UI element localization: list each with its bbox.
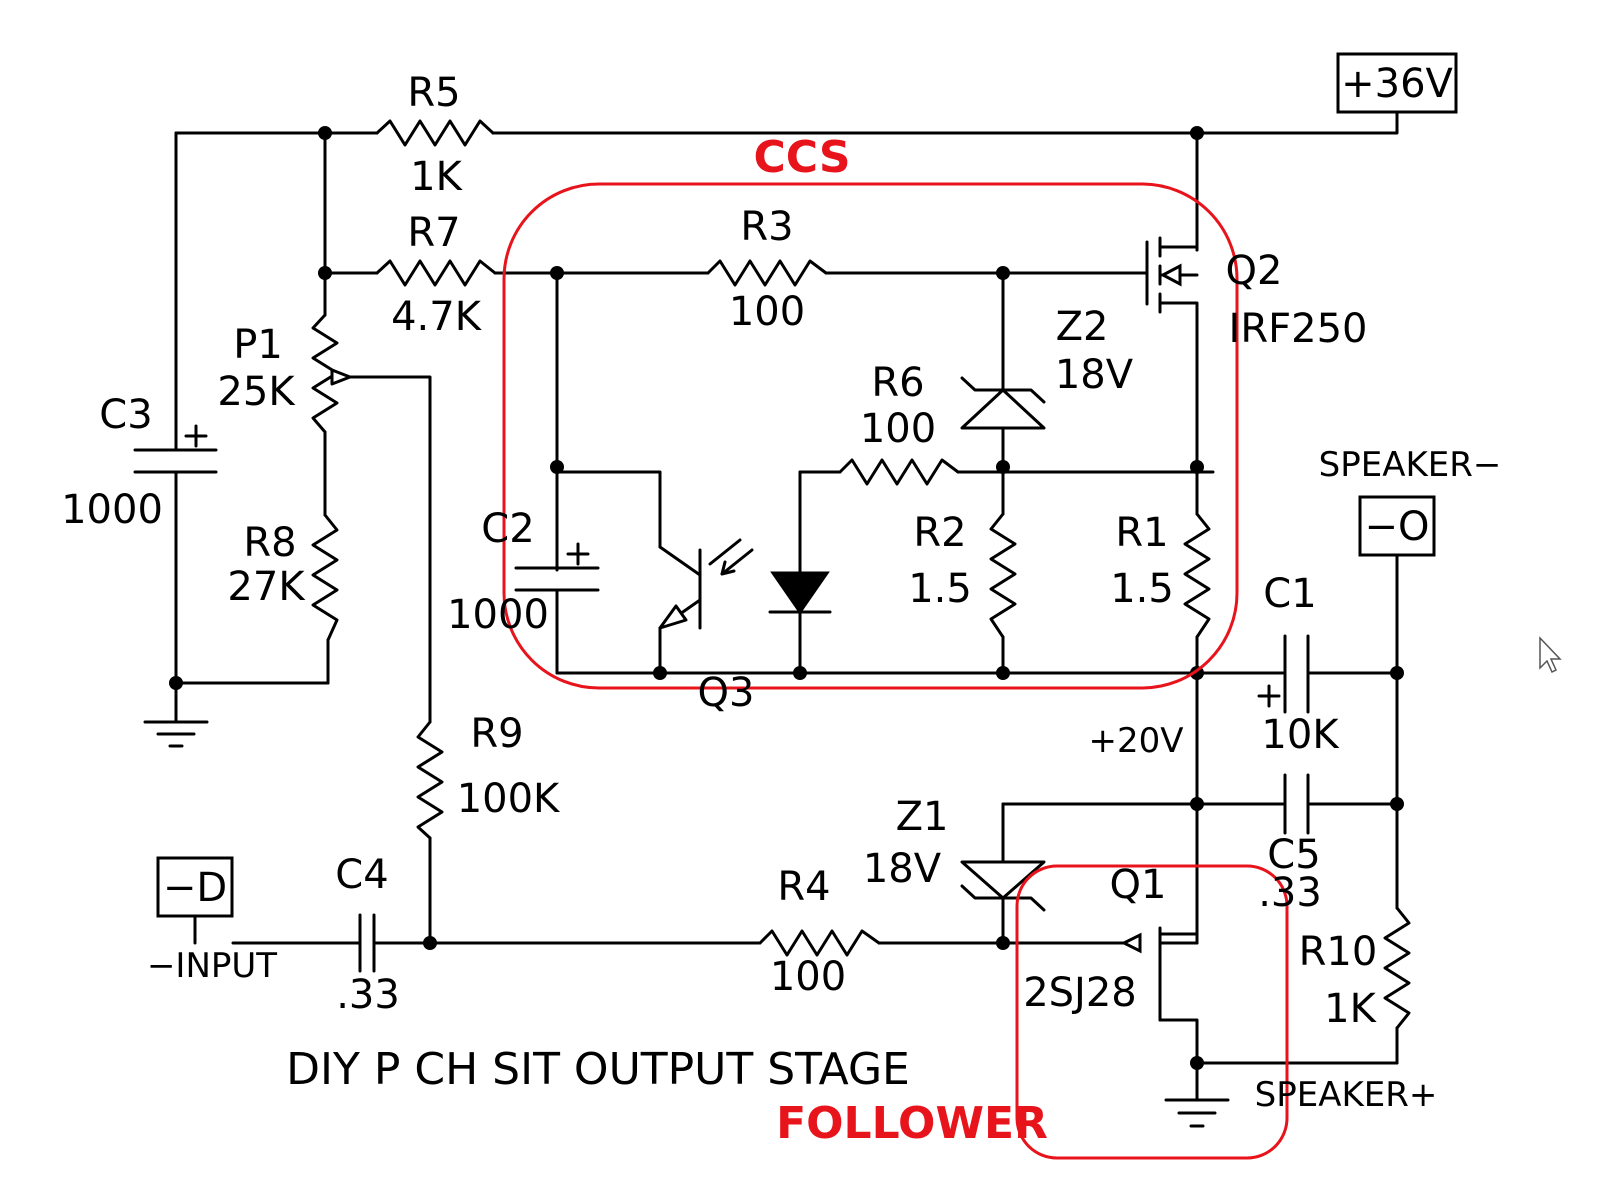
- r3-ref: R3: [740, 204, 793, 250]
- q1-value: 2SJ28: [1023, 970, 1137, 1016]
- z2-zener: [960, 376, 1046, 430]
- r7-resistor: [375, 259, 497, 287]
- r10-value: 1K: [1324, 986, 1377, 1032]
- r8-resistor: [311, 513, 339, 642]
- c1-value: 10K: [1261, 712, 1340, 758]
- c5-capacitor: [1283, 773, 1310, 835]
- r7-ref: R7: [407, 210, 460, 256]
- r2-ref: R2: [913, 510, 966, 556]
- c1-capacitor: [1257, 634, 1310, 714]
- supply-36v-box: +36V: [1336, 52, 1458, 114]
- z2-ref: Z2: [1056, 304, 1109, 350]
- r8-ref: R8: [243, 520, 296, 566]
- c2-capacitor: [514, 542, 600, 592]
- z1-value: 18V: [863, 846, 942, 892]
- q1-ref: Q1: [1110, 862, 1167, 908]
- ccs-region: [502, 182, 1239, 690]
- input-label: −INPUT: [147, 946, 277, 986]
- r8-value: 27K: [227, 564, 306, 610]
- r1-value: 1.5: [1110, 566, 1174, 612]
- diode: [768, 571, 832, 615]
- p1-value: 25K: [217, 369, 296, 415]
- c2-value: 1000: [447, 592, 549, 638]
- follower-region: [1015, 864, 1289, 1160]
- r10-ref: R10: [1299, 929, 1378, 975]
- q3-phototransistor: [658, 538, 754, 675]
- speaker-neg-box: −O: [1358, 495, 1436, 557]
- q2-ref: Q2: [1226, 248, 1283, 294]
- r4-ref: R4: [777, 864, 830, 910]
- c4-capacitor: [358, 913, 376, 973]
- ground-right: [1164, 1098, 1230, 1128]
- follower-label: FOLLOWER: [776, 1098, 1048, 1149]
- z1-zener: [960, 860, 1046, 912]
- p1-wiper-arrow: [330, 368, 352, 386]
- r9-resistor: [416, 720, 444, 840]
- r3-resistor: [706, 259, 828, 287]
- c4-value: .33: [336, 972, 400, 1018]
- q3-ref: Q3: [698, 670, 755, 716]
- r6-value: 100: [860, 406, 936, 452]
- r1-resistor: [1183, 512, 1211, 639]
- r6-resistor: [838, 458, 960, 486]
- r6-ref: R6: [871, 360, 924, 406]
- r4-value: 100: [770, 954, 846, 1000]
- q2-mosfet: [1145, 236, 1199, 314]
- r2-resistor: [989, 512, 1017, 639]
- mouse-cursor-icon: [1539, 636, 1562, 674]
- junction-dots: [169, 126, 1404, 1070]
- labels: R5 1K R7 4.7K R3 100 R6 100 R2 1.5 R1 1.…: [61, 70, 1501, 1149]
- r9-value: 100K: [457, 776, 561, 822]
- r7-value: 4.7K: [391, 294, 483, 340]
- c4-ref: C4: [335, 852, 388, 898]
- z2-value: 18V: [1055, 352, 1134, 398]
- r5-resistor: [375, 119, 495, 147]
- z1-ref: Z1: [896, 794, 949, 840]
- speaker-neg-port: −O: [1365, 504, 1430, 550]
- input-box: −D: [156, 856, 234, 918]
- c3-ref: C3: [99, 392, 152, 438]
- ccs-label: CCS: [753, 132, 850, 183]
- r2-value: 1.5: [908, 566, 972, 612]
- r1-ref: R1: [1115, 510, 1168, 556]
- r10-resistor: [1383, 906, 1411, 1030]
- r5-ref: R5: [407, 70, 460, 116]
- q2-value: IRF250: [1229, 306, 1368, 352]
- diagram-title: DIY P CH SIT OUTPUT STAGE: [286, 1044, 910, 1095]
- r9-ref: R9: [470, 711, 523, 757]
- r3-value: 100: [729, 289, 805, 335]
- supply-20v-label: +20V: [1088, 721, 1183, 761]
- c5-value: .33: [1258, 870, 1322, 916]
- supply-36v-label: +36V: [1341, 61, 1453, 107]
- input-port: −D: [163, 865, 227, 911]
- p1-ref: P1: [233, 322, 283, 368]
- c5-ref: C5: [1267, 832, 1320, 878]
- r4-resistor: [758, 929, 881, 957]
- r5-value: 1K: [410, 154, 463, 200]
- c2-ref: C2: [481, 506, 534, 552]
- c1-ref: C1: [1263, 571, 1316, 617]
- q1-sit: [1120, 926, 1199, 1030]
- speaker-pos-label: SPEAKER+: [1255, 1075, 1438, 1115]
- ground-left: [143, 720, 209, 748]
- c3-capacitor: [133, 424, 218, 474]
- c3-value: 1000: [61, 487, 163, 533]
- speaker-neg-label: SPEAKER−: [1319, 445, 1502, 485]
